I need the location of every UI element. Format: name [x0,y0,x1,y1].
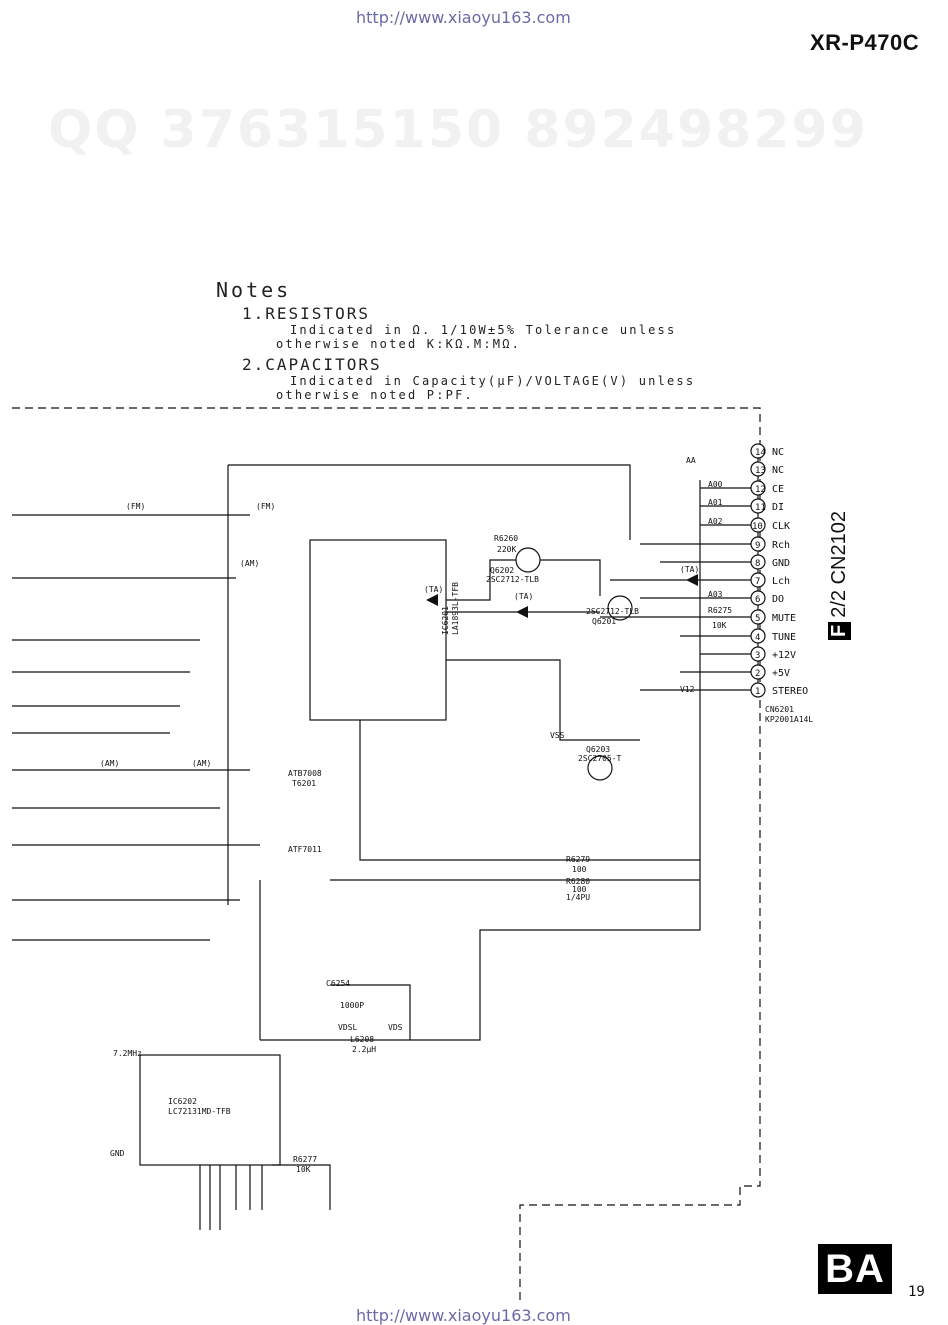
board-badge: BA [818,1244,892,1294]
label-r6277: R6277 [293,1155,317,1164]
label-ta-3: (TA) [680,565,699,574]
notes-capacitors-line1: Indicated in Capacity(μF)/VOLTAGE(V) unl… [290,374,696,388]
label-q6202-part: 2SC2712-TLB [486,575,539,584]
pin-label-gnd: GND [772,558,790,569]
watermark-qq: QQ 376315150 892498299 [48,100,868,160]
label-am-3: (AM) [192,759,211,768]
label-ic6201-part: LA1893L-TFB [451,582,460,635]
pin-number: 4 [755,633,760,643]
label-atf7011: ATF7011 [288,845,322,854]
board-id-badge: F [828,621,851,640]
connector-sheet: 2/2 [828,589,850,618]
label-gnd: GND [110,1149,125,1158]
pin-label-stereo: STEREO [772,686,808,697]
pin-number: 2 [755,669,760,679]
pin-label-do: DO [772,594,784,605]
pin-label-lch: Lch [772,576,790,587]
pin-label-tune: TUNE [772,632,796,643]
label-q6201: Q6201 [592,617,616,626]
bottom-url[interactable]: http://www.xiaoyu163.com [356,1306,571,1325]
pin-label-clk: CLK [772,521,790,532]
label-ic6201-ref: IC6201 [441,606,450,635]
label-q6201-part: 2SC2712-TLB [586,607,639,616]
label-r6277-value: 10K [296,1165,311,1174]
connector-part-ref: CN6201 [765,705,794,714]
label-ic6202-part: LC72131MD-TFB [168,1107,231,1116]
pin-label-nc-13: NC [772,465,784,476]
connector-title: F 2/2 CN2102 [828,511,851,640]
pin-number: 7 [755,577,760,587]
label-r6279: R6279 [566,855,590,864]
pin-number: 1 [755,687,760,697]
pin-label-ce: CE [772,484,784,495]
notes-capacitors-line2: otherwise noted P:PF. [276,388,474,402]
model-number: XR-P470C [810,30,920,55]
connector-ref: CN2102 [828,511,850,585]
label-t6201: T6201 [292,779,316,788]
pin-number: 8 [755,559,760,569]
pin-number: 10 [752,522,763,532]
label-am-1: (AM) [240,559,259,568]
notes-title: Notes [216,278,292,302]
label-vdsl: VDSL [338,1023,357,1032]
pin-number: 3 [755,651,760,661]
notes-resistors-heading: 1.RESISTORS [242,304,370,323]
pin-number: 5 [755,614,760,624]
label-l6208: L6208 [350,1035,374,1044]
label-ta-2: (TA) [514,592,533,601]
label-c6254-value: 1000P [340,1001,364,1010]
pin-label-5v: +5V [772,668,790,679]
label-aa: AA [686,456,696,465]
label-a02: A02 [708,517,723,526]
label-ic6202-ref: IC6202 [168,1097,197,1106]
notes-block: Notes 1.RESISTORS Indicated in Ω. 1/10W±… [216,278,695,402]
label-v12: V12 [680,685,695,694]
label-r6260-value: 220K [497,545,516,554]
label-fm-1: (FM) [126,502,145,511]
label-atb7008: ATB7008 [288,769,322,778]
connector-pin-group: 14 13 12 11 10 9 8 7 6 5 4 3 2 1 NC NC C… [752,447,813,724]
label-ta-1: (TA) [424,585,443,594]
label-a00: A00 [708,480,723,489]
pin-number: 6 [755,595,760,605]
label-r6280-value: 100 [572,885,587,894]
pin-label-12v: +12V [772,650,796,661]
top-url[interactable]: http://www.xiaoyu163.com [356,8,571,27]
label-q6203-part: 2SC2705-T [578,754,622,763]
label-a03: A03 [708,590,723,599]
label-vds: VDS [388,1023,403,1032]
label-r6280: R6280 [566,877,590,886]
label-r6279-value: 100 [572,865,587,874]
label-q6202: Q6202 [490,566,514,575]
connector-part-no: KP2001A14L [765,715,813,724]
pin-number: 13 [755,466,766,476]
notes-capacitors-heading: 2.CAPACITORS [242,355,382,374]
pin-number: 14 [755,448,766,458]
label-vss: VSS [550,731,565,740]
pin-label-rch: Rch [772,540,790,551]
pin-label-di: DI [772,502,784,513]
label-am-2: (AM) [100,759,119,768]
label-l6208-value: 2.2μH [352,1045,376,1054]
label-r6280-note: 1/4PU [566,893,590,902]
pin-number: 12 [755,485,766,495]
label-fm-2: (FM) [256,502,275,511]
notes-resistors-line1: Indicated in Ω. 1/10W±5% Tolerance unles… [290,323,677,337]
label-a01: A01 [708,498,723,507]
notes-resistors-line2: otherwise noted K:KΩ.M:MΩ. [276,337,522,351]
label-crystal: 7.2MHz [113,1049,142,1058]
label-r6275: R6275 [708,606,732,615]
pin-label-nc-14: NC [772,447,784,458]
label-q6203: Q6203 [586,745,610,754]
pin-number: 9 [755,541,760,551]
page-number: 19 [908,1284,925,1300]
pin-number: 11 [755,503,766,513]
label-c6254: C6254 [326,979,350,988]
label-r6260: R6260 [494,534,518,543]
pin-label-mute: MUTE [772,613,796,624]
label-r6275-value: 10K [712,621,727,630]
